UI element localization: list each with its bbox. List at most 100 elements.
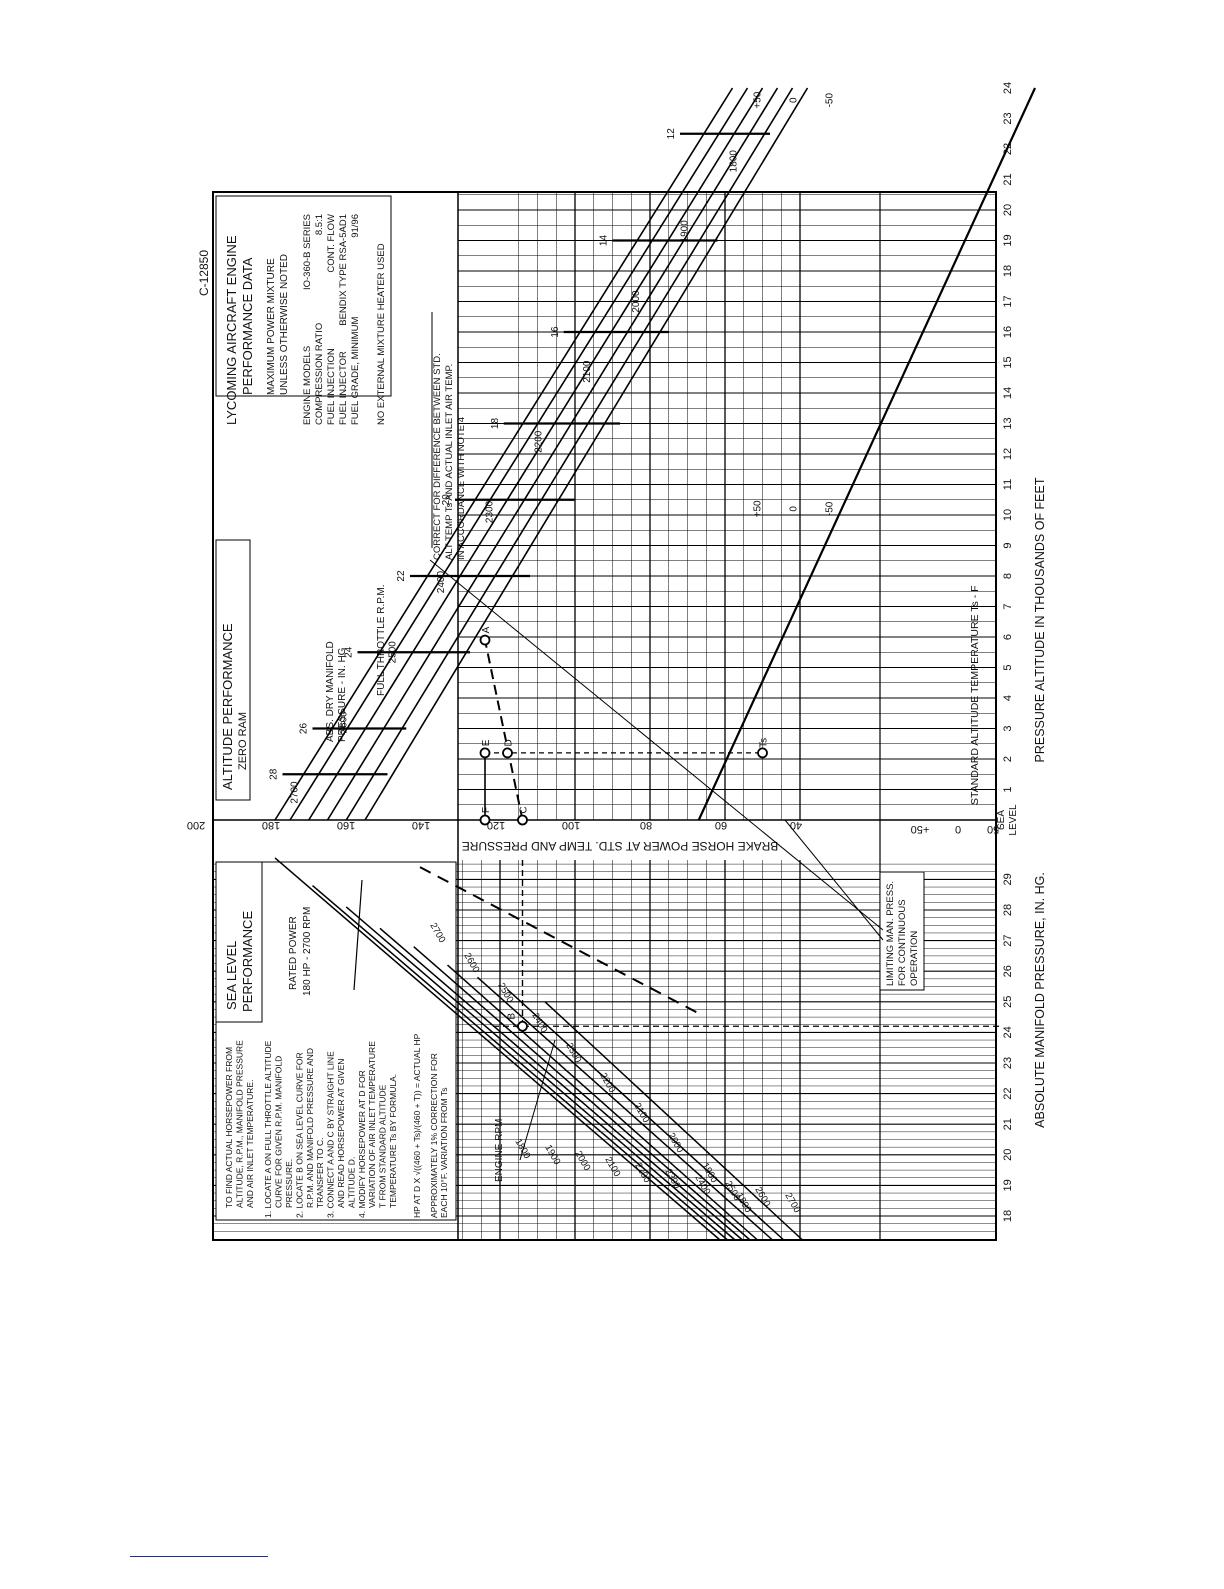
instruction-line: TRANSFER TO C. <box>315 1137 325 1208</box>
engine-rpm-leader <box>519 1039 556 1161</box>
pressure-axis-title: ABSOLUTE MANIFOLD PRESSURE, IN. HG. <box>1033 872 1047 1128</box>
mp-line-label: 12 <box>666 128 677 140</box>
no-heater-note: NO EXTERNAL MIXTURE HEATER USED <box>376 243 387 425</box>
header-title-line1: LYCOMING AIRCRAFT ENGINE <box>224 235 239 425</box>
full-throttle-curve-2300 <box>345 87 794 821</box>
full-throttle-curve-2700 <box>274 87 734 821</box>
pressure-tick-label: 28 <box>1002 904 1014 916</box>
sealevel-curve-2200 <box>413 946 751 1241</box>
rpm-curve-label: 2100 <box>582 360 593 383</box>
spec-label: ENGINE MODELS <box>302 346 313 425</box>
temp-scale-label: 0 <box>789 506 800 512</box>
mp-line-label: 26 <box>299 723 310 735</box>
sealevel-title-2: PERFORMANCE <box>240 911 255 1012</box>
sealevel-curve-2000 <box>477 976 773 1241</box>
bhp-tick-label: 60 <box>715 819 727 831</box>
instruction-line: 2. LOCATE B ON SEA LEVEL CURVE FOR <box>294 1052 304 1218</box>
sealevel-curve-2400 <box>345 906 736 1241</box>
rpm-curve-label: 2700 <box>290 781 301 804</box>
altitude-tick-label: 19 <box>1002 234 1014 246</box>
rpm-curve-label: 2200 <box>534 430 545 453</box>
altitude-tick-label: 24 <box>1002 82 1014 94</box>
altitude-tick-label: 12 <box>1002 448 1014 460</box>
chart-frame <box>212 191 997 1241</box>
instruction-line: 3. CONNECT A AND C BY STRAIGHT LINE <box>326 1051 336 1218</box>
altitude-tick-label: 6 <box>1002 634 1014 640</box>
sealevel-rpm-label: 2300 <box>563 1041 583 1065</box>
std-temp-line <box>697 87 1036 821</box>
temp-tick-label: +50 <box>911 823 930 835</box>
pressure-tick-label: 25 <box>1002 996 1014 1008</box>
limiting-box <box>879 871 925 991</box>
full-throttle-curve-2200 <box>364 87 809 821</box>
correct-note: ALT TEMP Ts AND ACTUAL INLET AIR TEMP. <box>444 364 455 560</box>
correction-line: EACH 10°F. VARIATION FROM Ts <box>439 1088 449 1218</box>
sealevel-rpm-label-lower: 2100 <box>602 1155 622 1179</box>
instruction-line: PRESSURE. <box>284 1159 294 1208</box>
mp-line-label: 18 <box>490 418 501 430</box>
rpm-curve-label: 1900 <box>680 220 691 243</box>
sealevel-rpm-label: 2200 <box>597 1071 617 1095</box>
spec-value: BENDIX TYPE RSA-5AD1 <box>338 214 349 326</box>
mp-line-label: 22 <box>396 570 407 582</box>
limiting-label: LIMITING MAN. PRESS. <box>885 881 896 986</box>
point-D <box>502 747 513 759</box>
bhp-axis-title: BRAKE HORSE POWER AT STD. TEMP AND PRESS… <box>462 839 779 853</box>
point-label-D: D <box>504 739 515 746</box>
instruction-line: ALTITUDE, R.P.M., MANIFOLD PRESSURE <box>234 1040 244 1208</box>
sealevel-rpm-label: 2500 <box>495 981 515 1005</box>
spec-value: 8.5:1 <box>314 214 325 235</box>
limiting-leader-2 <box>784 819 884 941</box>
abs-dry-label-1: ABS. DRY MANIFOLD <box>325 641 336 742</box>
sea-level-label: LEVEL <box>1008 804 1019 836</box>
pressure-tick-label: 21 <box>1002 1118 1014 1130</box>
sealevel-title-box <box>215 861 263 1023</box>
sealevel-curve-2300 <box>379 927 743 1241</box>
altitude-axis-title: PRESSURE ALTITUDE IN THOUSANDS OF FEET <box>1033 477 1047 762</box>
altitude-tick-label: 23 <box>1002 112 1014 124</box>
header-mixture-1: MAXIMUM POWER MIXTURE <box>266 258 277 395</box>
temp-tick-label: -50 <box>987 823 1003 835</box>
header-title-line2: PERFORMANCE DATA <box>240 257 255 395</box>
limiting-leader <box>429 559 884 931</box>
altitude-tick-label: 16 <box>1002 326 1014 338</box>
sealevel-rpm-label: 2400 <box>529 1011 549 1035</box>
temp-tick-label: 0 <box>955 823 961 835</box>
instruction-line: AND AIR INLET TEMPERATURE. <box>245 1080 255 1208</box>
altitude-tick-label: 8 <box>1002 573 1014 579</box>
abs-dry-label-2: PRESSURE - IN. HG <box>337 647 348 742</box>
sealevel-curve-2700 <box>274 857 721 1241</box>
point-F <box>479 814 491 826</box>
bhp-tick-label: 160 <box>337 819 355 831</box>
altitude-tick-label: 3 <box>1002 725 1014 731</box>
std-temp-label: STANDARD ALTITUDE TEMPERATURE Ts - F <box>969 585 981 805</box>
rated-power-2: 180 HP - 2700 RPM <box>302 907 313 996</box>
altitude-tick-label: 13 <box>1002 417 1014 429</box>
temp-scale-label: 0 <box>789 97 800 103</box>
altitude-tick-label: 14 <box>1002 387 1014 399</box>
mp-line-label: 24 <box>344 646 355 658</box>
temp-scale-label: +50 <box>753 91 764 108</box>
altitude-tick-label: 7 <box>1002 603 1014 609</box>
point-label-F: F <box>481 807 492 813</box>
bhp-tick-label: 100 <box>562 819 580 831</box>
altitude-tick-label: 11 <box>1002 479 1014 490</box>
mp-line-label: 20 <box>441 494 452 506</box>
correct-note: CORRECT FOR DIFFERENCE BETWEEN STD. <box>432 353 443 560</box>
pressure-tick-label: 18 <box>1002 1210 1014 1222</box>
rpm-curve-label: 2400 <box>436 571 447 594</box>
spec-value: IO-360-B SERIES <box>302 214 313 290</box>
sealevel-curve-1900 <box>506 989 785 1241</box>
sealevel-curve-1800 <box>544 1001 804 1241</box>
point-E <box>479 747 491 759</box>
pressure-tick-label: 19 <box>1002 1179 1014 1191</box>
rpm-curve-label: 2000 <box>631 290 642 313</box>
bhp-tick-label: 140 <box>412 819 430 831</box>
pressure-tick-label: 26 <box>1002 965 1014 977</box>
footnote-rule <box>130 1556 268 1557</box>
rated-leader <box>353 879 363 991</box>
altitude-tick-label: 9 <box>1002 542 1014 548</box>
spec-label: COMPRESSION RATIO <box>314 323 325 425</box>
